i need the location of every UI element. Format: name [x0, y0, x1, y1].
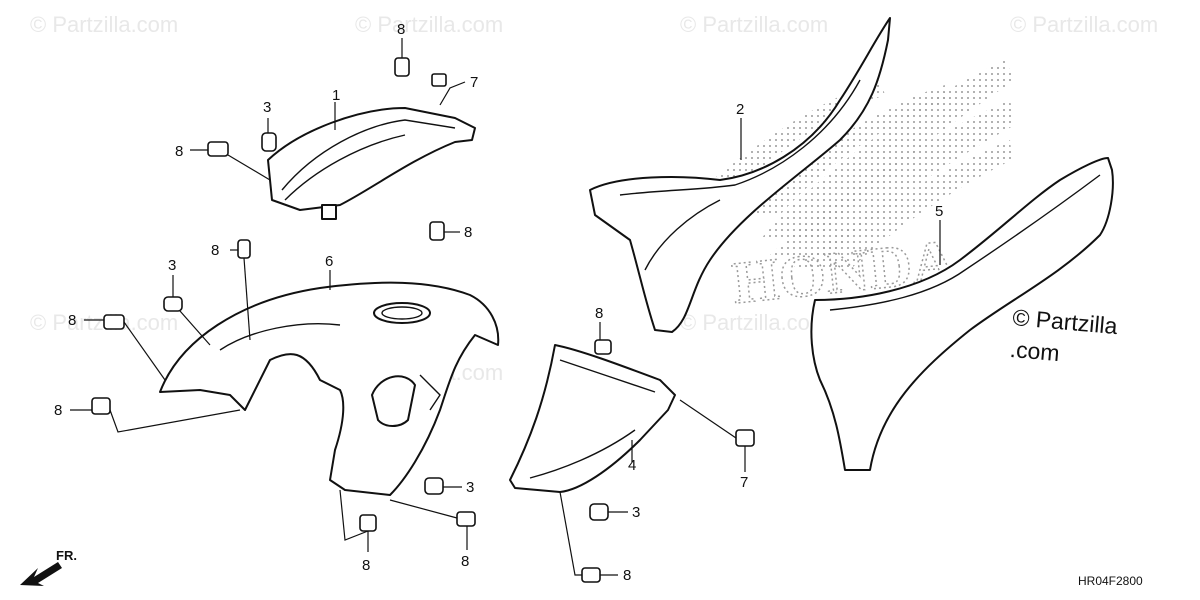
- part-4-lower-cover: [509, 344, 676, 493]
- callout-8-tank-top: 8: [464, 224, 472, 241]
- watermark-3: © Partzilla.com: [680, 12, 828, 37]
- callout-3-upper: 3: [263, 99, 271, 116]
- callout-8-left: 8: [68, 312, 76, 329]
- honda-wing-logo: [700, 60, 1015, 270]
- diagram-code: HR04F2800: [1078, 574, 1143, 588]
- copyright-line-1: © Partzilla.com: [1009, 304, 1119, 371]
- callout-8-lower-cover-bottom: 8: [623, 567, 631, 584]
- callout-2: 2: [736, 101, 744, 118]
- part-1-upper-panel: [267, 107, 476, 220]
- callout-8-top: 8: [397, 21, 405, 38]
- front-arrow-label: FR.: [56, 548, 77, 563]
- watermark-4: © Partzilla.com: [1010, 12, 1158, 37]
- callouts: 1 2 3 3 3 3 4 5 6 7 7 8 8 8 8 8 8 8 8 8 …: [54, 21, 943, 584]
- callout-6: 6: [325, 253, 333, 270]
- callout-8-upper-left: 8: [175, 143, 183, 160]
- front-direction-indicator: FR.: [20, 548, 77, 586]
- callout-4: 4: [628, 457, 636, 474]
- part-2-side-cover: [589, 17, 891, 333]
- part-6-tank-cover: [159, 281, 500, 496]
- callout-7-upper: 7: [470, 74, 478, 91]
- callout-3-lower: 3: [632, 504, 640, 521]
- callout-7-lower: 7: [740, 474, 748, 491]
- callout-1: 1: [332, 87, 340, 104]
- callout-8-bottom-right: 8: [461, 553, 469, 570]
- callout-3-center: 3: [466, 479, 474, 496]
- watermark-2: © Partzilla.com: [355, 12, 503, 37]
- leader-lines: [70, 38, 941, 576]
- watermark-1: © Partzilla.com: [30, 12, 178, 37]
- callout-8-far-left: 8: [54, 402, 62, 419]
- callout-8-bottom-center: 8: [362, 557, 370, 574]
- callout-8-tank-left: 8: [211, 242, 219, 259]
- front-arrow-icon: [20, 562, 62, 586]
- callout-8-lower-cover-top: 8: [595, 305, 603, 322]
- watermark-7: © Partzilla.com: [680, 310, 828, 335]
- part-5-right-side-cover: [810, 157, 1114, 471]
- callout-5: 5: [935, 203, 943, 220]
- callout-3-left: 3: [168, 257, 176, 274]
